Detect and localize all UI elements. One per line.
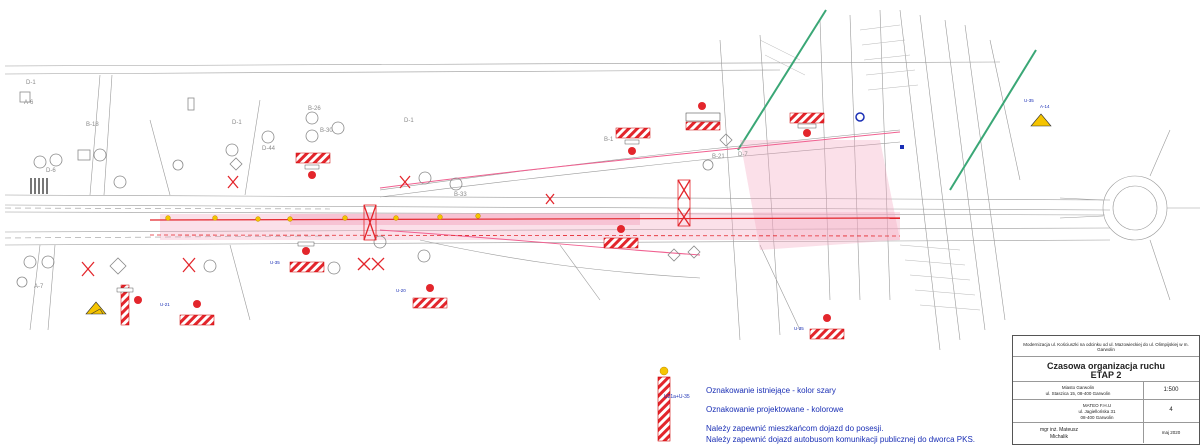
- label-u20: U-20: [396, 288, 406, 293]
- author-surname: Michalik: [1049, 434, 1069, 440]
- label-a6: A-6: [24, 100, 34, 106]
- barrier-group-7: [179, 300, 215, 326]
- barrier-group-6: [289, 241, 325, 273]
- title-block: Modernizacja ul. Kościuszki na odcinku o…: [1012, 335, 1200, 445]
- label-u35c: U-35: [1024, 98, 1034, 103]
- label-b1: B-1: [604, 137, 614, 143]
- barrier-group-4: [789, 112, 825, 137]
- label-d1-a: D-1: [26, 80, 36, 86]
- label-a7: A-7: [34, 284, 44, 290]
- drawing-title: Czasowa organizacja ruchu: [1046, 361, 1166, 371]
- legend-note-buses: Należy zapewnić dojazd autobusom komunik…: [706, 435, 976, 444]
- label-d7: D-7: [738, 152, 748, 158]
- barrier-group-9: [809, 314, 845, 340]
- scale-value: 1:500: [1163, 387, 1179, 393]
- barrier-group-1: [295, 152, 331, 179]
- label-b26: B-26: [308, 106, 321, 112]
- projected-sign-labels: U-21 U-20 U-35 U-35 U-35 A-14: [160, 98, 1050, 331]
- legend-note-residents: Należy zapewnić mieszkańcom dojazd do po…: [706, 424, 884, 433]
- label-d6: D-6: [46, 168, 56, 174]
- label-b18: B-18: [86, 122, 99, 128]
- label-d1-b: D-1: [232, 120, 242, 126]
- label-b33: B-33: [454, 192, 467, 198]
- label-d1-c: D-1: [404, 118, 414, 124]
- designer-name: MATEO F.H.U: [1082, 403, 1112, 408]
- green-rail-lines: [737, 9, 1037, 191]
- author-name: mgr inż. Mateusz: [1039, 427, 1079, 433]
- building-hatching: [759, 24, 981, 311]
- crosswalk: [30, 178, 48, 194]
- warning-lamps: [165, 213, 481, 222]
- existing-signs: [16, 91, 733, 288]
- legend-barrier-label: U21a+U-35: [664, 394, 690, 400]
- drawing-date: maj 2020: [1161, 430, 1181, 435]
- label-b30: B-30: [320, 128, 333, 134]
- label-b21: B-21: [712, 154, 725, 160]
- legend-projected: Oznakowanie projektowane - kolorowe: [706, 405, 844, 414]
- sheet-number: 4: [1169, 407, 1173, 413]
- barrier-group-3: [685, 102, 721, 131]
- warning-triangle-signs: [85, 113, 1052, 315]
- sign-code-labels: D-1 A-6 B-18 B-26 B-30 D-44 D-6 A-7 D-1 …: [24, 80, 748, 290]
- designer-city: 08-400 Garwolin: [1080, 415, 1114, 420]
- barrier-group-10: [116, 284, 142, 326]
- label-u35b: U-35: [270, 260, 280, 265]
- investor-address: ul. Staszica 15, 08-400 Garwolin: [1045, 391, 1111, 396]
- label-u21: U-21: [160, 302, 170, 307]
- blue-direction-sign: [855, 112, 904, 149]
- label-u35a: U-35: [794, 326, 804, 331]
- label-d44: D-44: [262, 146, 276, 152]
- barrier-group-5: [603, 225, 639, 249]
- project-name: Modernizacja ul. Kościuszki na odcinku o…: [1023, 342, 1189, 352]
- label-a14: A-14: [1040, 104, 1050, 109]
- investor-name: Miasto Garwolin: [1061, 385, 1095, 390]
- legend-existing: Oznakowanie istniejące - kolor szary: [706, 386, 836, 395]
- existing-road-geometry: [4, 9, 1200, 351]
- covered-sign-marks: [81, 175, 691, 277]
- legend-barrier-icon: [657, 366, 671, 442]
- drawing-stage: ETAP 2: [1090, 370, 1122, 380]
- designer-street: ul. Jagiellońska 31: [1078, 409, 1116, 414]
- barrier-group-2: [615, 127, 651, 155]
- barrier-group-8: [412, 284, 448, 309]
